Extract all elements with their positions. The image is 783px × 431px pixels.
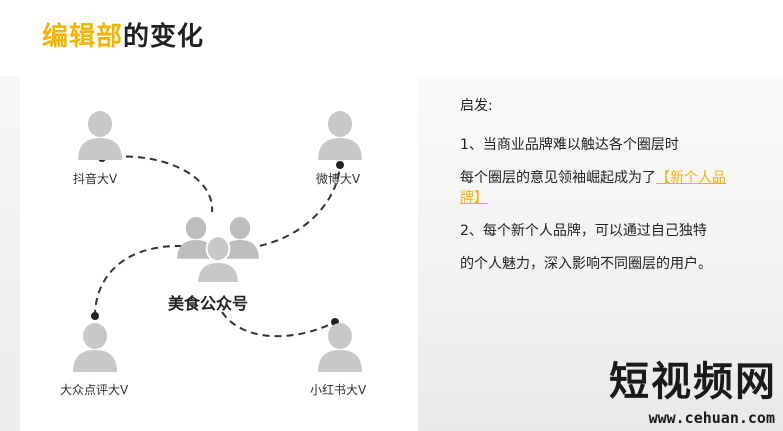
center-node-label: 美食公众号 bbox=[168, 294, 249, 313]
person-icon bbox=[78, 111, 122, 160]
person-icon bbox=[318, 111, 362, 160]
insight-text: 启发: 1、当商业品牌难以触达各个圈层时 每个圈层的意见领袖崛起成为了【新个人品… bbox=[460, 96, 760, 274]
group-people-icon bbox=[177, 217, 259, 284]
insight-line-1: 1、当商业品牌难以触达各个圈层时 bbox=[460, 137, 679, 153]
connector-dot-weibo bbox=[336, 161, 344, 169]
insight-line-4: 的个人魅力，深入影响不同圈层的用户。 bbox=[460, 256, 712, 272]
insight-line-3: 2、每个新个人品牌，可以通过自己独特 bbox=[460, 223, 707, 239]
node-label-weibo: 微博大V bbox=[316, 172, 361, 186]
connector-weibo bbox=[247, 164, 341, 249]
page-title: 编辑部的变化 bbox=[42, 16, 204, 53]
left-background-band bbox=[0, 76, 20, 431]
connector-dianping bbox=[94, 244, 183, 317]
title-rest: 的变化 bbox=[123, 22, 205, 52]
connector-dot-dianping bbox=[91, 312, 99, 320]
insight-heading: 启发: bbox=[460, 98, 493, 114]
insight-line-2: 每个圈层的意见领袖崛起成为了【新个人品牌】 bbox=[460, 168, 730, 208]
watermark-url: www.cehuan.com bbox=[648, 409, 775, 427]
title-highlight: 编辑部 bbox=[42, 22, 124, 52]
text-panel-background bbox=[418, 76, 783, 431]
node-label-douyin: 抖音大V bbox=[73, 172, 118, 186]
new-personal-brand-highlight: 【新个人品牌】 bbox=[460, 170, 726, 206]
connector-douyin bbox=[101, 155, 214, 213]
node-label-dianping: 大众点评大V bbox=[60, 383, 129, 397]
person-icon bbox=[73, 323, 117, 372]
insight-line-2-text: 每个圈层的意见领袖崛起成为了 bbox=[460, 170, 656, 186]
watermark-logo: 短视频网 bbox=[609, 358, 777, 405]
person-icon bbox=[318, 323, 362, 372]
connector-xiaohongshu bbox=[221, 311, 336, 338]
node-label-xiaohongshu: 小红书大V bbox=[310, 383, 367, 397]
